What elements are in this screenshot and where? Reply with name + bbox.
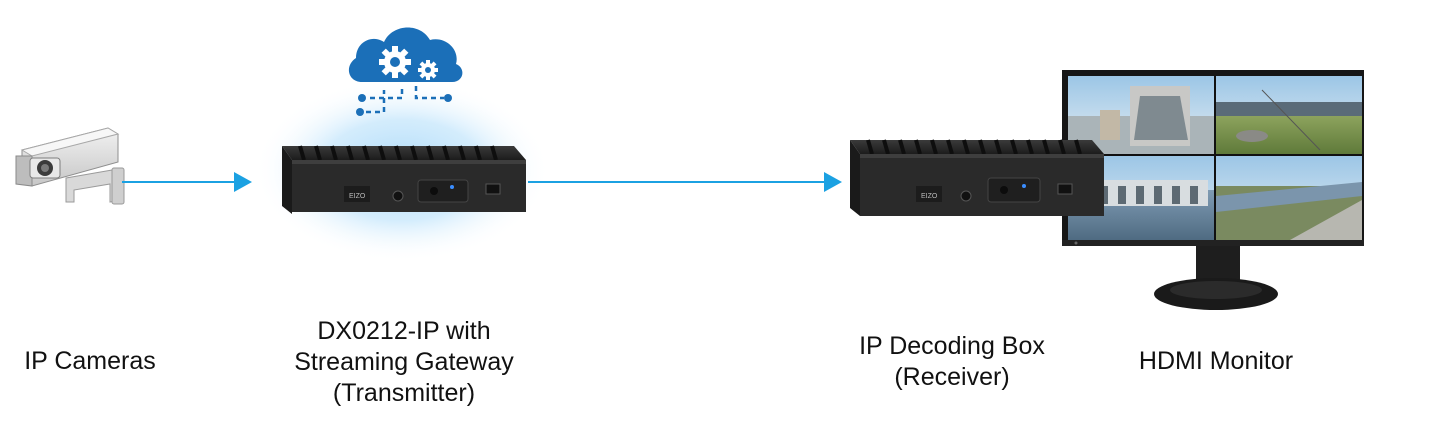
arrow-camera-to-transmitter <box>122 172 252 192</box>
ip-camera-icon <box>15 127 125 205</box>
label-line: DX0212-IP with <box>317 317 491 345</box>
arrow-transmitter-to-receiver <box>528 172 842 192</box>
label-hdmi-monitor: HDMI Monitor <box>1106 346 1326 377</box>
label-line: (Transmitter) <box>332 379 476 407</box>
label-line: IP Decoding Box <box>859 332 1045 360</box>
brand-mark: EIZO <box>349 193 366 200</box>
decoding-box-icon: EIZO <box>850 139 1104 216</box>
cloud-gears-icon <box>348 27 463 116</box>
label-receiver: IP Decoding Box (Receiver) <box>822 331 1082 393</box>
label-ip-cameras: IP Cameras <box>0 346 180 377</box>
hdmi-monitor-icon <box>1062 70 1364 310</box>
dx0212-device-icon: EIZO <box>282 145 526 214</box>
label-line: HDMI Monitor <box>1138 347 1294 375</box>
label-line: IP Cameras <box>24 347 156 375</box>
label-line: Streaming Gateway <box>294 348 514 376</box>
brand-mark: EIZO <box>921 193 938 200</box>
label-transmitter: DX0212-IP with Streaming Gateway (Transm… <box>264 316 544 409</box>
label-line: (Receiver) <box>894 363 1010 391</box>
